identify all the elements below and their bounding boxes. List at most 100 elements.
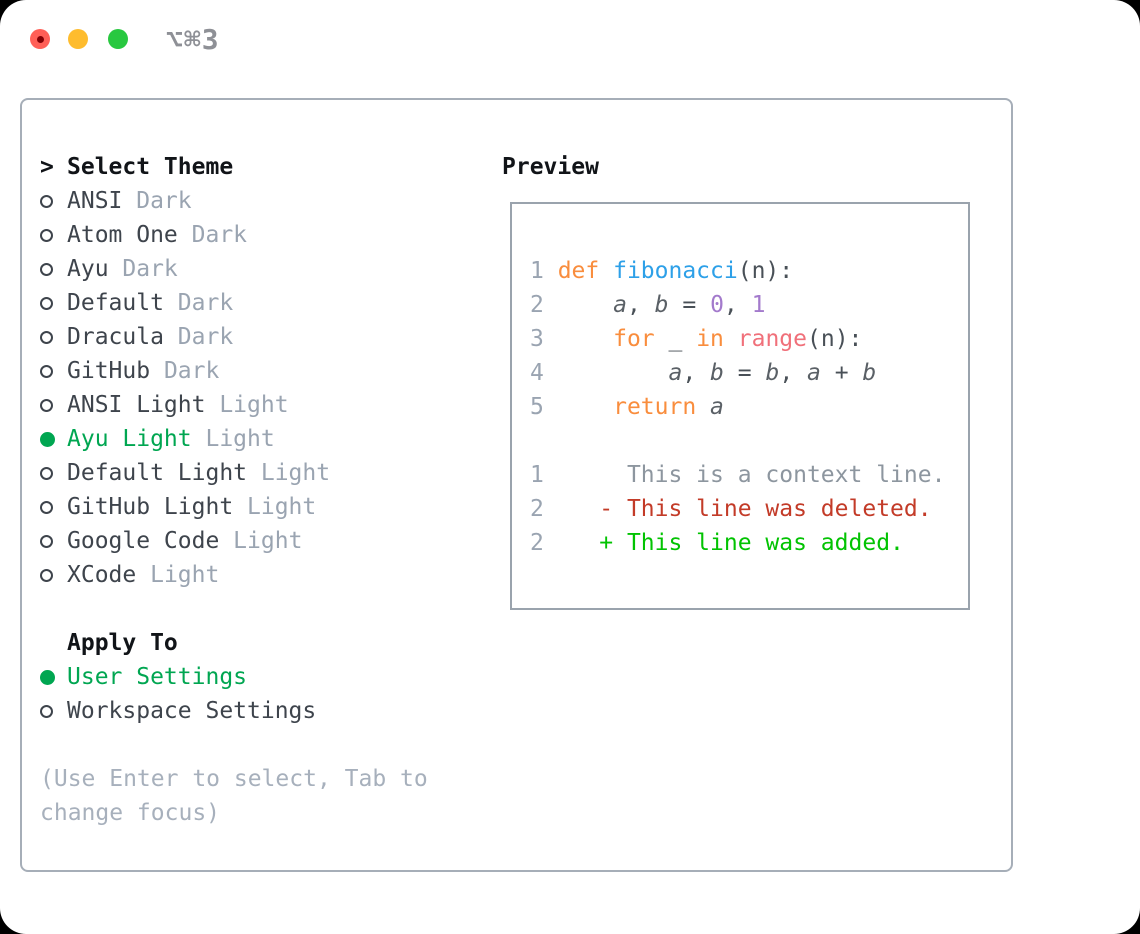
close-button[interactable] [30, 29, 50, 49]
code-token: , [682, 360, 711, 386]
theme-option-github-light[interactable]: GitHub Light Light [40, 490, 480, 524]
code-token [558, 394, 613, 420]
focus-arrow-icon: > [40, 154, 54, 180]
label: Light [136, 562, 220, 588]
code-token: in [696, 326, 724, 352]
theme-option-atom-one[interactable]: Atom One Dark [40, 218, 480, 252]
line-number: 2 [530, 496, 558, 522]
code-token: 0 [710, 292, 724, 318]
select-theme-heading: > Select Theme [40, 150, 480, 184]
line-number: 2 [530, 292, 558, 318]
radio-icon [40, 466, 67, 480]
code-token: = [723, 360, 766, 386]
label: ANSI [67, 188, 123, 214]
radio-selected-icon [40, 669, 67, 685]
theme-option-ansi[interactable]: ANSI Dark [40, 184, 480, 218]
code-line [530, 424, 968, 458]
theme-option-dracula[interactable]: Dracula Dark [40, 320, 480, 354]
radio-icon [40, 228, 67, 242]
spacer-row [40, 728, 480, 762]
code-line: 3 for _ in range(n): [530, 322, 968, 356]
keyboard-hint: (Use Enter to select, Tab to [40, 766, 428, 792]
code-token: = [668, 292, 711, 318]
label: Google Code [67, 528, 220, 554]
radio-icon [40, 704, 67, 718]
code-token: for [613, 326, 655, 352]
label: Light [247, 460, 331, 486]
label: Dark [163, 290, 234, 316]
theme-option-default[interactable]: Default Dark [40, 286, 480, 320]
code-token: , [626, 292, 655, 318]
minimize-button[interactable] [68, 29, 88, 49]
code-token: a [807, 360, 821, 386]
radio-selected-icon [40, 431, 67, 447]
code-token: (n): [737, 258, 794, 284]
label: Dracula [67, 324, 164, 350]
radio-icon [40, 330, 67, 344]
keyboard-hint: change focus) [40, 800, 221, 826]
label: Light [191, 426, 275, 452]
code-line: 2 - This line was deleted. [530, 492, 968, 526]
line-number: 5 [530, 394, 558, 420]
close-dot-icon [36, 35, 44, 43]
label: Dark [150, 358, 220, 384]
code-line: 5 return a [530, 390, 968, 424]
code-token [558, 326, 613, 352]
label: Atom One [67, 222, 178, 248]
label: ANSI Light [67, 392, 206, 418]
label: Ayu Light [67, 426, 192, 452]
code-token: fibonacci [613, 258, 738, 284]
apply-option-workspace-settings[interactable]: Workspace Settings [40, 694, 480, 728]
code-token: , [723, 292, 752, 318]
preview-title: Preview [502, 154, 599, 180]
theme-option-default-light[interactable]: Default Light Light [40, 456, 480, 490]
line-number: 3 [530, 326, 558, 352]
theme-option-github[interactable]: GitHub Dark [40, 354, 480, 388]
code-token: a [710, 394, 724, 420]
line-number: 1 [530, 462, 558, 488]
label: Dark [122, 188, 192, 214]
code-line: 2 a, b = 0, 1 [530, 288, 968, 322]
code-token: This is a context line. [557, 462, 946, 488]
label: Default Light [67, 460, 248, 486]
code-line: 4 a, b = b, a + b [530, 356, 968, 390]
code-token: 1 [751, 292, 766, 318]
code-token: b [654, 292, 669, 318]
theme-option-google-code[interactable]: Google Code Light [40, 524, 480, 558]
label: Light [219, 528, 303, 554]
code-line: 1 def fibonacci(n): [530, 254, 968, 288]
theme-option-ansi-light[interactable]: ANSI Light Light [40, 388, 480, 422]
label: Apply To [67, 630, 178, 656]
code-token: def [557, 258, 614, 284]
zoom-button[interactable] [108, 29, 128, 49]
code-token: - This line was deleted. [557, 496, 932, 522]
label: GitHub [67, 358, 151, 384]
apply-to-heading: Apply To [40, 626, 480, 660]
code-token: + This line was added. [557, 530, 904, 556]
radio-icon [40, 296, 67, 310]
code-token: (n): [807, 326, 863, 352]
theme-option-ayu[interactable]: Ayu Dark [40, 252, 480, 286]
label: Light [205, 392, 289, 418]
theme-option-xcode[interactable]: XCode Light [40, 558, 480, 592]
code-token: b [710, 360, 724, 386]
label: Light [233, 494, 317, 520]
line-number: 1 [530, 258, 558, 284]
line-number: 4 [530, 360, 558, 386]
spacer-row [40, 592, 480, 626]
radio-icon [40, 568, 67, 582]
code-token: return [613, 394, 711, 420]
label: Select Theme [67, 154, 234, 180]
code-token [558, 360, 669, 386]
radio-icon [40, 500, 67, 514]
label: GitHub Light [67, 494, 234, 520]
apply-option-user-settings[interactable]: User Settings [40, 660, 480, 694]
code-line: 2 + This line was added. [530, 526, 968, 560]
theme-option-ayu-light[interactable]: Ayu Light Light [40, 422, 480, 456]
code-token: a [668, 360, 683, 386]
line-number: 2 [530, 530, 558, 556]
